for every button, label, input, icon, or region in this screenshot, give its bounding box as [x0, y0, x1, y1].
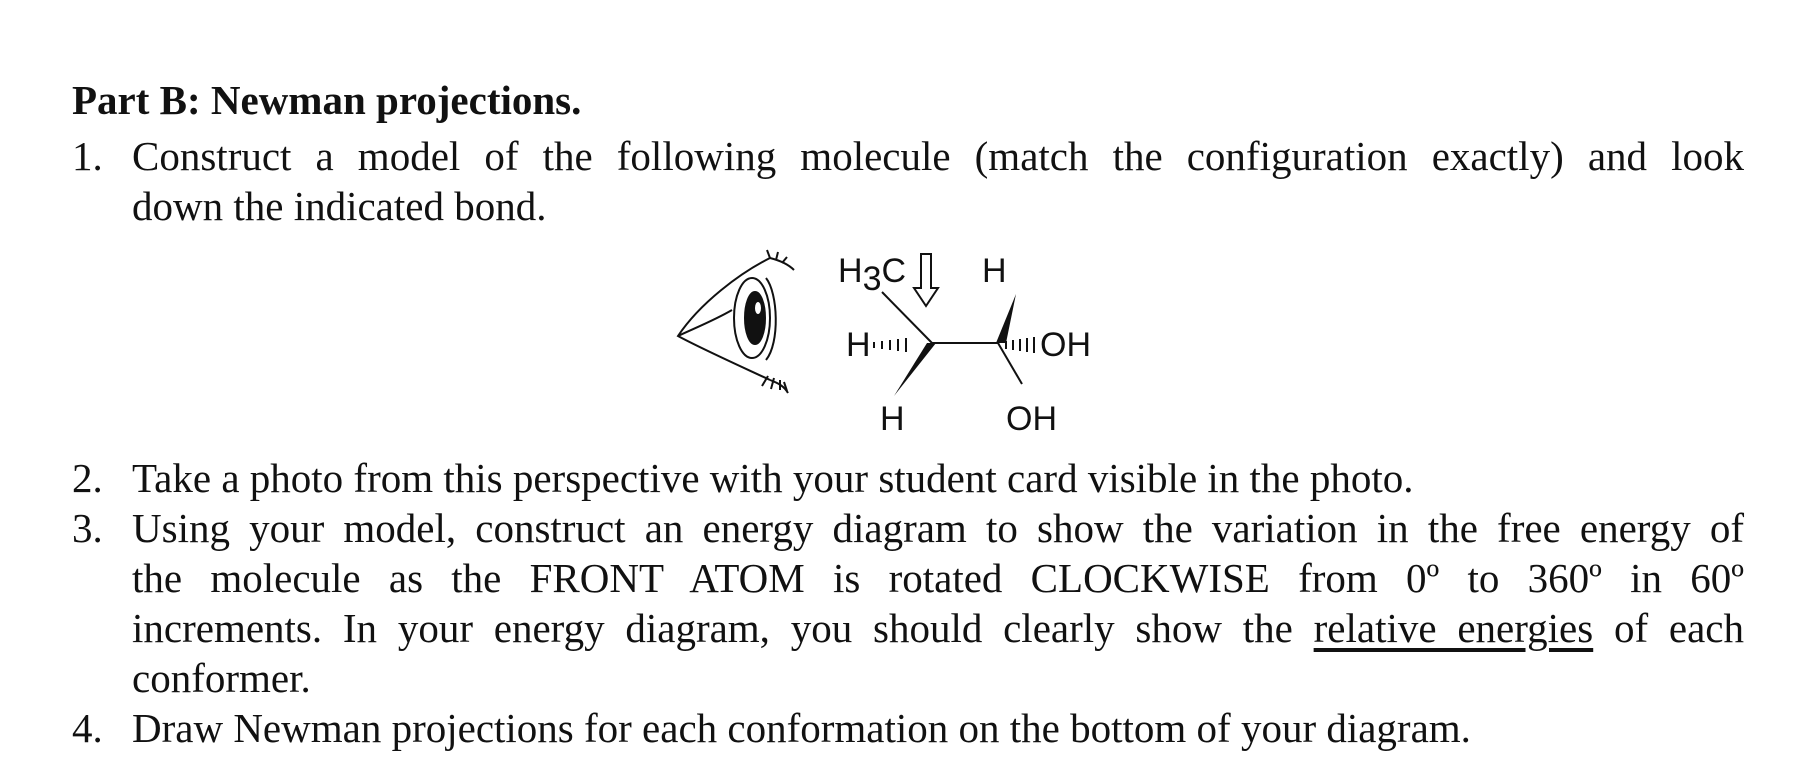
hashed-bond-right: [1005, 337, 1035, 353]
text-run: of each: [1593, 605, 1745, 651]
list-item-line: Construct a model of the following molec…: [132, 133, 1744, 179]
list-item-4: 4. Draw Newman projections for each conf…: [72, 703, 1744, 753]
list-item-text: Using your model, construct an energy di…: [132, 503, 1744, 703]
list-item-1: 1. Construct a model of the following mo…: [72, 131, 1744, 231]
section-heading: Part B: Newman projections.: [72, 77, 582, 123]
oh-bottom-right-label: OH: [1006, 400, 1057, 438]
list-item-line: increments. In your energy diagram, you …: [132, 603, 1744, 653]
list-item-line: Using your model, construct an energy di…: [132, 505, 1744, 551]
list-item-text: Draw Newman projections for each conform…: [132, 705, 1471, 751]
wedge-bond-bottom: [894, 343, 936, 396]
oh-right-hash-label: OH: [1040, 326, 1091, 364]
list-item-number: 4.: [72, 705, 103, 751]
list-item-2: 2. Take a photo from this perspective wi…: [72, 453, 1744, 503]
h-left-hash-label: H: [846, 326, 871, 364]
list-item-line: down the indicated bond.: [132, 183, 547, 229]
eye-icon: [676, 249, 795, 394]
list-item-number: 3.: [72, 505, 103, 551]
h-bottom-left-label: H: [880, 400, 905, 438]
list-item-text: Construct a model of the following molec…: [132, 131, 1744, 231]
list-item-line: the molecule as the FRONT ATOM is rotate…: [132, 555, 1744, 601]
list-item-text: Take a photo from this perspective with …: [132, 455, 1414, 501]
h3c-label: H3C: [838, 252, 906, 298]
list-item-line: conformer.: [132, 655, 311, 701]
hashed-bond-left: [873, 338, 907, 352]
down-arrow-icon: [912, 253, 940, 308]
list-item-number: 2.: [72, 455, 103, 501]
list-item-number: 1.: [72, 133, 103, 179]
wedge-bond-top: [996, 294, 1016, 343]
underlined-phrase: relative energies: [1313, 605, 1594, 651]
carbon-backbone: [881, 291, 998, 344]
molecule-diagram: H3C H H OH: [676, 249, 1091, 438]
list-item-3: 3. Using your model, construct an energy…: [72, 503, 1744, 703]
text-run: increments. In your energy diagram, you …: [132, 605, 1314, 651]
h-top-right-label: H: [982, 252, 1007, 290]
bond-bottom-right: [997, 342, 1023, 385]
